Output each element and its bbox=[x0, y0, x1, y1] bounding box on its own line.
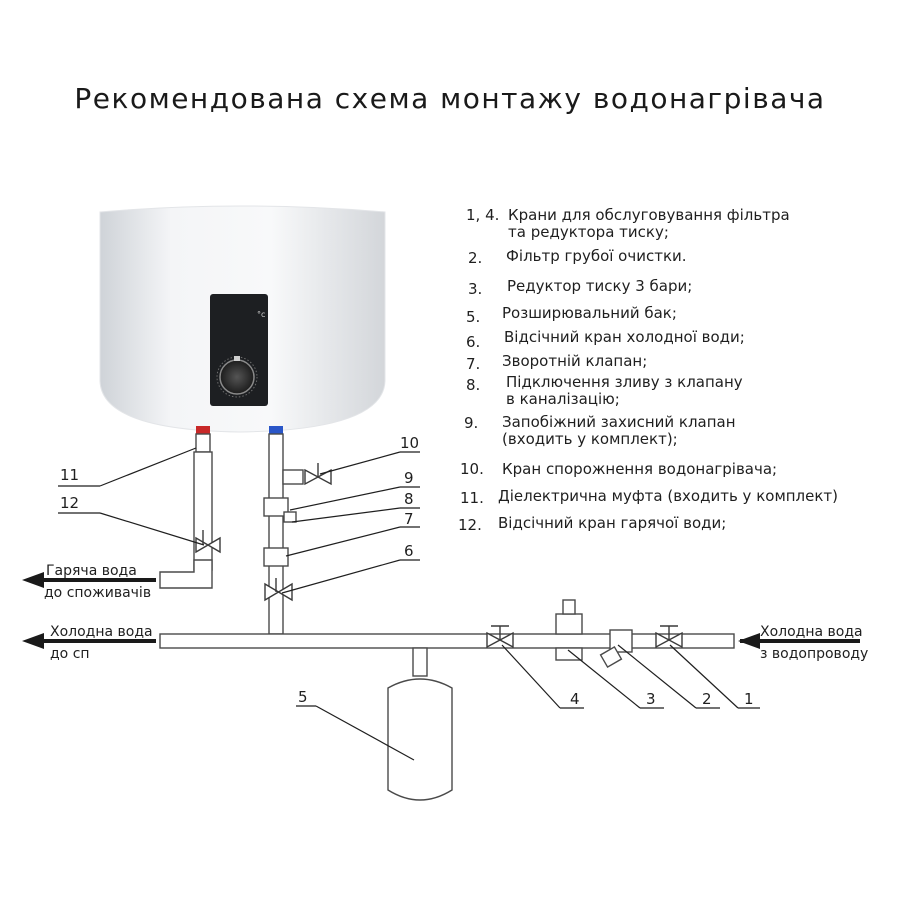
diagram-title: Рекомендована схема монтажу водонагрівач… bbox=[74, 82, 826, 115]
callout-4: 4 bbox=[570, 690, 580, 708]
main-pipe bbox=[159, 633, 735, 649]
pressure-reducer-body bbox=[555, 613, 583, 635]
legend-item: 9. bbox=[464, 414, 479, 432]
hot-out-label-1: Гаряча вода bbox=[46, 563, 137, 579]
legend-item-text: Кран спорожнення водонагрівача; bbox=[502, 460, 778, 478]
callout-8: 8 bbox=[404, 490, 414, 508]
legend-item: 8. bbox=[466, 376, 481, 394]
legend-item-text: Зворотній клапан; bbox=[502, 352, 648, 370]
hot-out-label-2: до споживачів bbox=[44, 585, 151, 601]
callout-6: 6 bbox=[404, 542, 414, 560]
legend-item-text: Фільтр грубої очистки. bbox=[506, 247, 687, 265]
drain-outlet bbox=[283, 511, 297, 523]
drain-valve bbox=[304, 463, 332, 486]
legend-item-text: Відсічний кран холодної води; bbox=[504, 328, 745, 346]
callout-7: 7 bbox=[404, 510, 414, 528]
cold-in-arrowhead bbox=[738, 633, 760, 649]
check-valve-body bbox=[263, 547, 289, 567]
tank-feed bbox=[412, 647, 428, 677]
legend-item-text: Редуктор тиску 3 бари; bbox=[507, 277, 693, 295]
callout-11: 11 bbox=[60, 466, 79, 484]
callout-12: 12 bbox=[60, 494, 79, 512]
legend-item-text: Діелектрична муфта (входить у комплект) bbox=[498, 487, 839, 505]
hot-out-arrowhead bbox=[22, 572, 44, 588]
legend-item: 3. bbox=[468, 280, 483, 298]
legend-item: 2. bbox=[468, 249, 483, 267]
callout-2: 2 bbox=[702, 690, 712, 708]
legend-item: 7. bbox=[466, 355, 481, 373]
drain-tee bbox=[282, 469, 304, 485]
hot-shutoff-valve bbox=[195, 530, 221, 554]
safety-valve-body bbox=[263, 497, 289, 517]
expansion-tank bbox=[387, 678, 453, 801]
hot-elbow bbox=[159, 559, 213, 589]
pressure-reducer-base bbox=[555, 647, 583, 661]
legend-item: 5. bbox=[466, 308, 481, 326]
dielectric-coupling bbox=[195, 433, 211, 453]
legend-item: 12. bbox=[458, 516, 482, 534]
cold-inlet-ring bbox=[269, 426, 283, 434]
legend-item: 6. bbox=[466, 333, 481, 351]
callout-9: 9 bbox=[404, 469, 414, 487]
cold-out-label-1: Холодна вода bbox=[50, 624, 153, 640]
callout-1: 1 bbox=[744, 690, 754, 708]
filter-body bbox=[609, 629, 633, 653]
legend-item: 10. bbox=[460, 460, 484, 478]
filter-sump bbox=[599, 645, 623, 669]
service-valve-1 bbox=[655, 625, 683, 649]
thermostat-knob bbox=[219, 359, 255, 395]
service-valve-4 bbox=[486, 625, 514, 649]
callout-10: 10 bbox=[400, 434, 419, 452]
cold-in-label-1: Холодна вода bbox=[760, 624, 863, 640]
unit-symbol: °c bbox=[257, 310, 265, 319]
cold-in-label-2: з водопроводу bbox=[760, 646, 868, 662]
hot-outlet-ring bbox=[196, 426, 210, 434]
cold-riser bbox=[268, 433, 284, 635]
legend-item-text: Розширювальний бак; bbox=[502, 304, 677, 322]
cold-out-arrowhead bbox=[22, 633, 44, 649]
water-heater: °c bbox=[99, 205, 386, 434]
legend-item-text: Відсічний кран гарячої води; bbox=[498, 514, 727, 532]
cold-out-label-2: до сп bbox=[50, 646, 90, 662]
legend-item: 11. bbox=[460, 489, 484, 507]
pressure-reducer-cap bbox=[562, 599, 576, 615]
callout-5: 5 bbox=[298, 688, 308, 706]
legend-item: 1, 4. bbox=[466, 206, 500, 224]
callout-3: 3 bbox=[646, 690, 656, 708]
legend-item-text: Запобіжний захисний клапан(входить у ком… bbox=[502, 413, 736, 448]
cold-shutoff-valve bbox=[264, 578, 293, 602]
